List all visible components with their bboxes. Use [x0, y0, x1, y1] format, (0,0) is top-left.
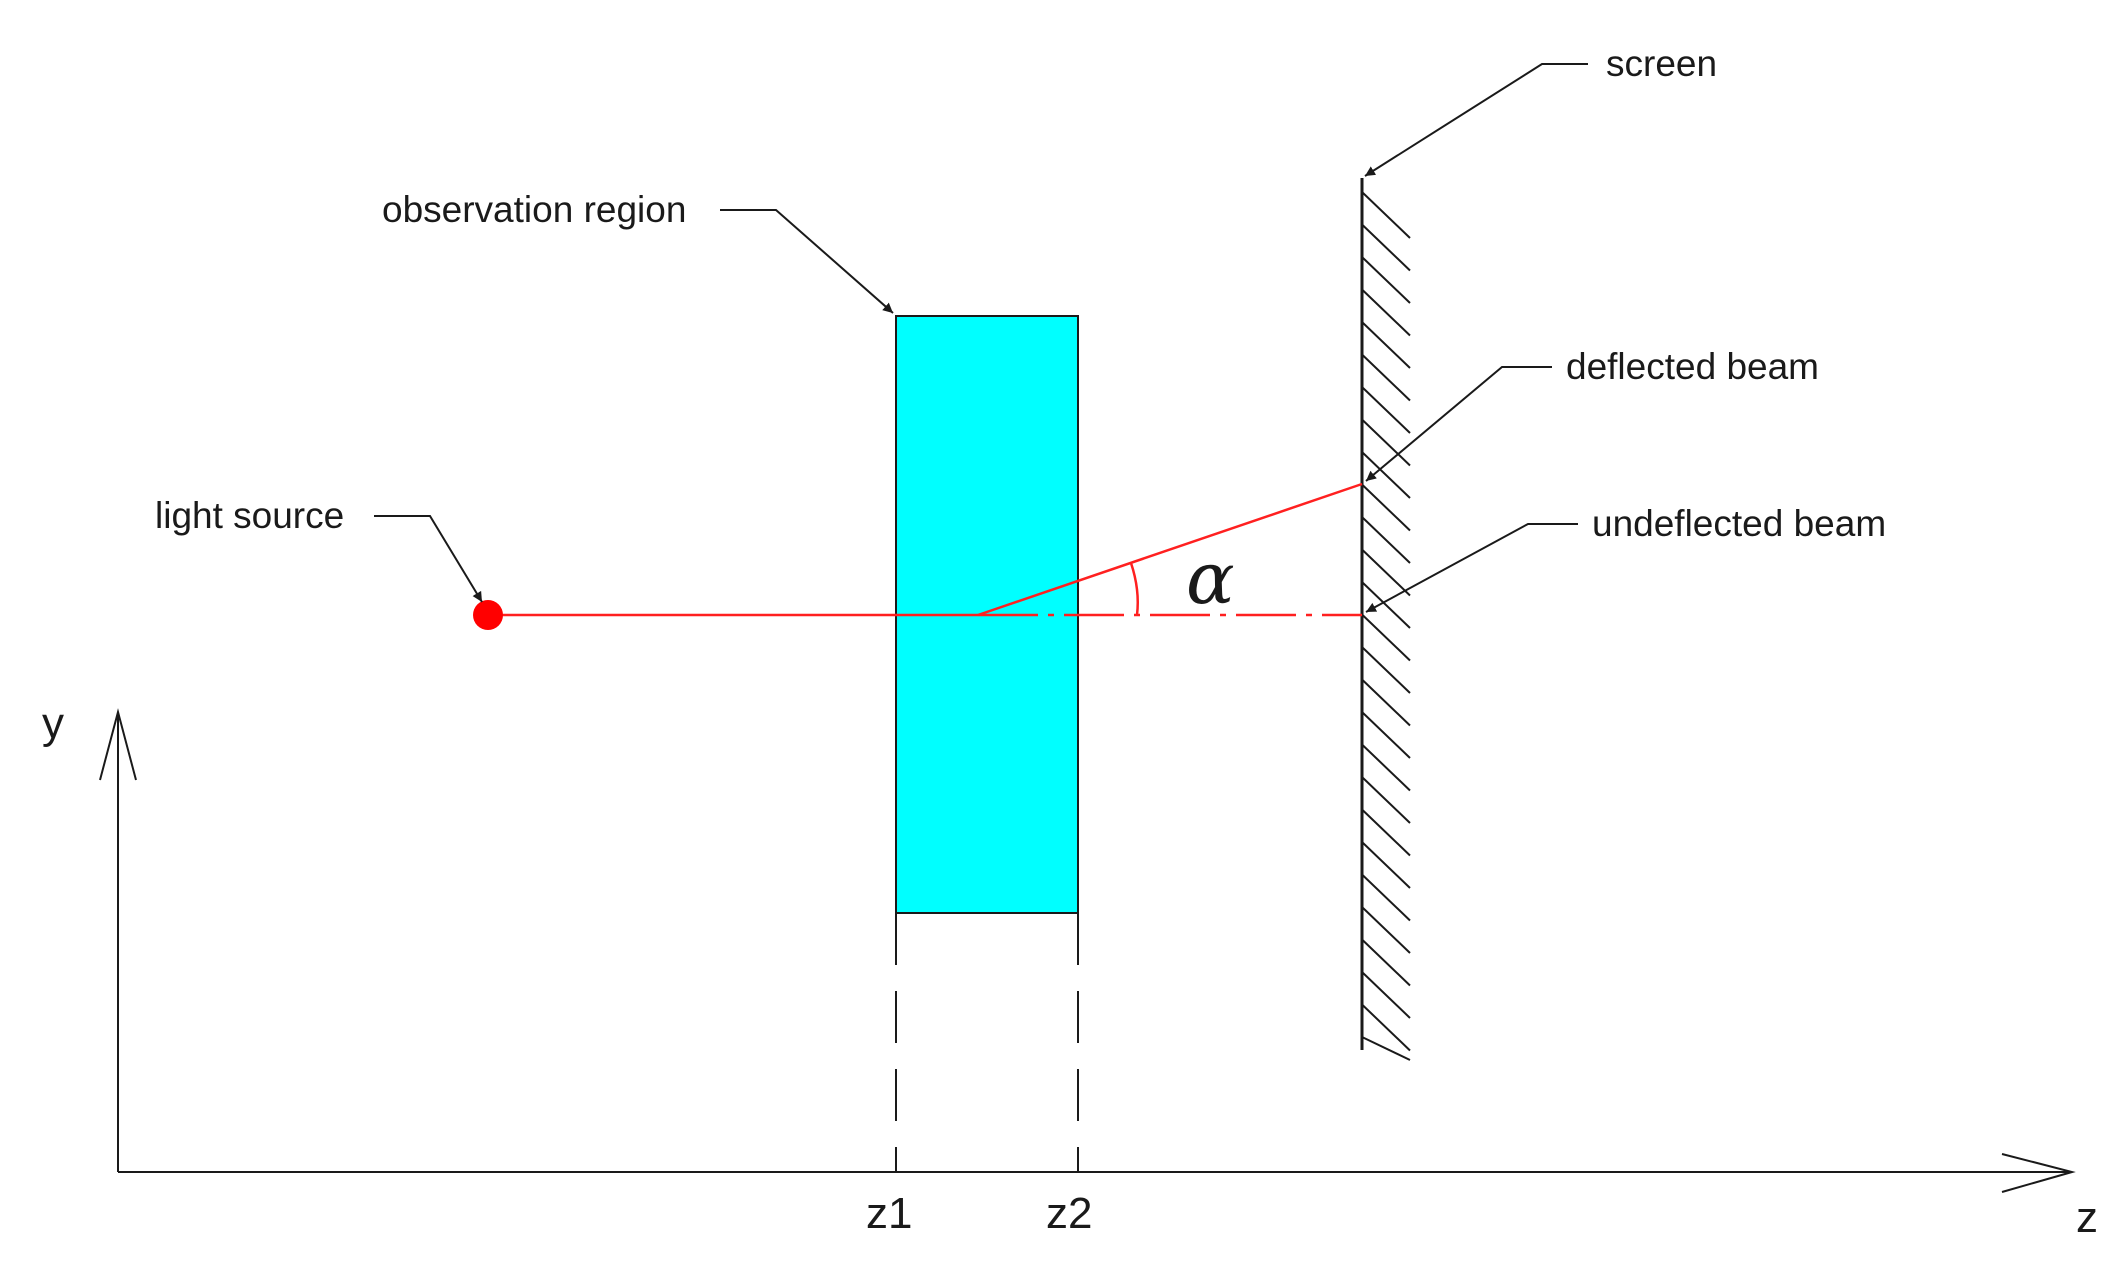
y-axis-label: y [42, 699, 64, 748]
screen-hatching [1361, 191, 1411, 1061]
screen-hatch-line [1361, 548, 1411, 597]
screen-hatch-line [1361, 451, 1411, 499]
screen-hatch-line [1361, 776, 1411, 824]
undeflected-beam-leader [1365, 523, 1578, 613]
screen-hatch-line [1361, 906, 1411, 954]
observation-region-label: observation region [382, 189, 686, 230]
light-source-label: light source [155, 495, 344, 536]
undeflected-beam-label: undeflected beam [1592, 503, 1886, 544]
screen-hatch-line [1361, 613, 1411, 662]
screen-hatch-line [1361, 353, 1411, 402]
y-axis-arrow [99, 708, 137, 781]
screen-hatch-line [1361, 711, 1411, 759]
screen-hatch-line [1361, 938, 1411, 987]
z2-label: z2 [1046, 1189, 1092, 1238]
deflected-beam-leader [1365, 366, 1552, 482]
alpha-angle-arc [1129, 562, 1139, 616]
screen-hatch-line [1361, 483, 1411, 532]
screen-hatch-line [1361, 841, 1411, 889]
screen-hatch-line [1361, 581, 1411, 629]
z1-label: z1 [866, 1189, 912, 1238]
screen-hatch-line [1361, 321, 1411, 369]
screen-leader [1364, 63, 1588, 177]
screen-hatch-line [1361, 256, 1411, 304]
deflected-beam-label: deflected beam [1566, 346, 1819, 387]
screen-hatch-line [1361, 1003, 1411, 1052]
alpha-symbol: α [1186, 536, 1235, 620]
screen-hatch-line [1361, 971, 1411, 1019]
z-axis-arrow [2001, 1153, 2076, 1193]
screen-hatch-line [1361, 808, 1411, 857]
screen-hatch-line [1361, 418, 1411, 467]
light-source-leader [374, 515, 483, 603]
light-source-dot [473, 600, 503, 630]
screen-hatch-line [1361, 646, 1411, 694]
screen-label: screen [1606, 43, 1717, 84]
deflected-beam-line [977, 482, 1363, 617]
screen-hatch-line [1361, 873, 1411, 922]
screen-hatch-line [1361, 1036, 1411, 1061]
screen-hatch-line [1361, 288, 1411, 337]
screen-hatch-line [1361, 191, 1411, 239]
z-axis-label: z [2076, 1193, 2098, 1242]
observation-region-leader [720, 209, 894, 314]
screen-hatch-line [1361, 386, 1411, 434]
screen-hatch-line [1361, 678, 1411, 727]
screen-hatch-line [1361, 743, 1411, 792]
screen-hatch-line [1361, 223, 1411, 272]
screen-hatch-line [1361, 516, 1411, 564]
